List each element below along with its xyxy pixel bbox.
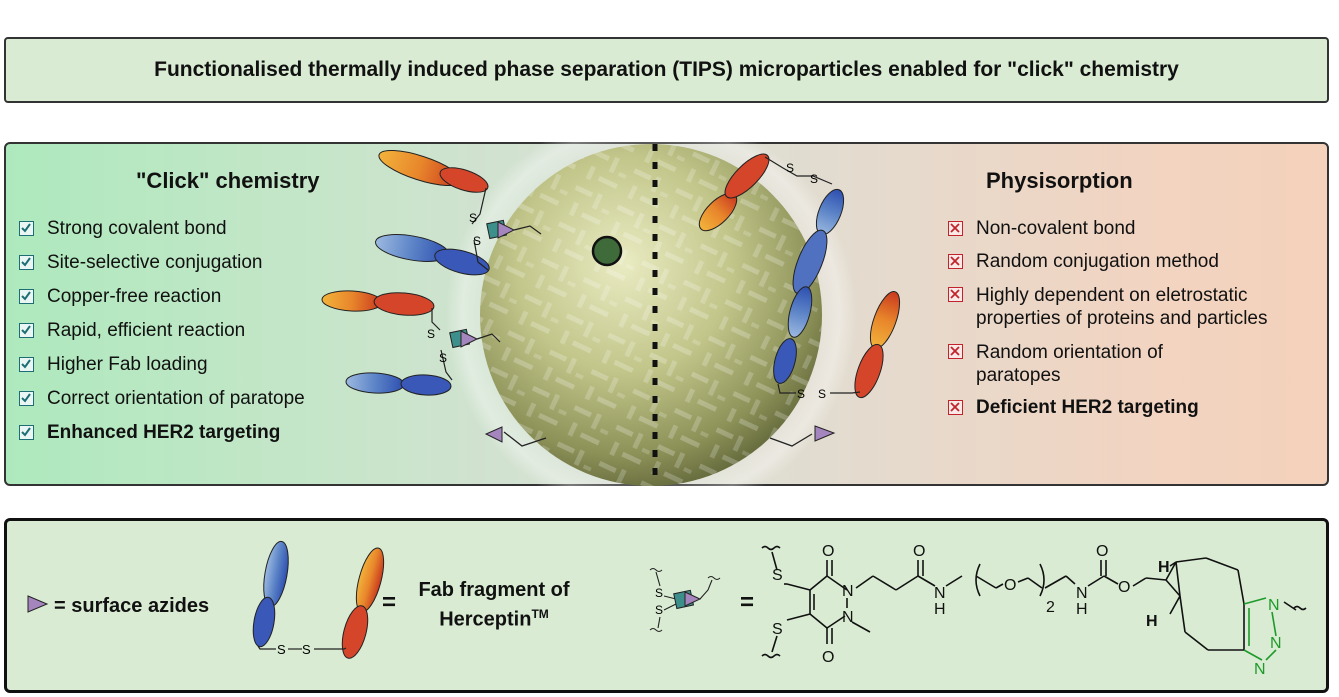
svg-text:N: N	[842, 583, 854, 600]
svg-text:S: S	[302, 642, 311, 657]
figure-title: Functionalised thermally induced phase s…	[154, 58, 1179, 81]
fab-fragment-click-bottom: S S	[321, 290, 501, 396]
list-item-label: Correct orientation of paratope	[47, 388, 305, 409]
svg-text:H: H	[1076, 601, 1088, 618]
svg-text:O: O	[822, 543, 834, 560]
list-item-label: Strong covalent bond	[47, 218, 227, 239]
click-advantages-list: Strong covalent bond Site-selective conj…	[19, 218, 305, 456]
list-item: Rapid, efficient reaction	[19, 320, 305, 354]
list-item: Strong covalent bond	[19, 218, 305, 252]
fab-fragment-physisorbed-bottom: S S	[773, 286, 901, 401]
svg-text:N: N	[1268, 597, 1280, 614]
svg-text:S: S	[439, 351, 447, 365]
checkbox-icon	[19, 357, 34, 372]
list-item: Highly dependent on eletrostatic propert…	[948, 284, 1318, 341]
list-item: Non-covalent bond	[948, 218, 1318, 251]
fab-fragment-physisorbed-top: S S	[698, 153, 845, 295]
checkbox-icon	[19, 289, 34, 304]
chemical-structure-labels: S S O O N N O N H O 2 N H O O H H N N N	[772, 543, 1282, 678]
svg-text:H: H	[1158, 559, 1170, 576]
svg-text:N: N	[1270, 635, 1282, 652]
click-chemistry-heading: "Click" chemistry	[136, 168, 320, 193]
svg-text:H: H	[1146, 613, 1158, 630]
list-item: Enhanced HER2 targeting	[19, 422, 305, 456]
list-item-label: Highly dependent on eletrostatic propert…	[976, 285, 1268, 329]
list-item-label: Non-covalent bond	[976, 218, 1136, 239]
title-banner: Functionalised thermally induced phase s…	[4, 37, 1329, 103]
svg-text:S: S	[810, 172, 818, 186]
svg-text:O: O	[822, 649, 834, 666]
fab-fragment-label: Fab fragment of HerceptinTM	[410, 578, 578, 632]
list-item-label: Random conjugation method	[976, 251, 1219, 272]
list-item-label: Deficient HER2 targeting	[976, 397, 1199, 418]
cross-icon	[948, 254, 963, 269]
list-item: Correct orientation of paratope	[19, 388, 305, 422]
svg-text:O: O	[1096, 543, 1108, 560]
azide-triangle-icon	[27, 595, 49, 613]
cross-icon	[948, 344, 963, 359]
list-item: Higher Fab loading	[19, 354, 305, 388]
cross-icon	[948, 221, 963, 236]
list-item-label: Copper-free reaction	[47, 286, 222, 307]
fab-equals-sign: =	[382, 589, 397, 616]
svg-text:O: O	[1118, 579, 1130, 596]
list-item-label: Enhanced HER2 targeting	[47, 422, 281, 443]
fab-fragment-click-top: S S	[375, 149, 542, 276]
list-item-label: Rapid, efficient reaction	[47, 320, 246, 341]
list-item-label: Site-selective conjugation	[47, 252, 263, 273]
herceptin-text: Herceptin	[439, 608, 532, 631]
chemical-structure	[761, 545, 1307, 661]
list-item: Site-selective conjugation	[19, 252, 305, 286]
svg-text:S: S	[818, 387, 826, 401]
list-item-label: Random orientation of paratopes	[976, 342, 1163, 386]
svg-text:O: O	[1004, 577, 1016, 594]
physisorption-drawbacks-list: Non-covalent bond Random conjugation met…	[948, 218, 1318, 430]
fab-fragment-legend-icon: S S	[252, 540, 385, 659]
trademark-mark: TM	[531, 607, 549, 621]
svg-text:S: S	[772, 621, 783, 638]
svg-text:S: S	[655, 586, 663, 600]
svg-text:S: S	[473, 234, 481, 248]
svg-text:O: O	[913, 543, 925, 560]
svg-text:S: S	[469, 211, 477, 225]
particle-pores	[480, 144, 822, 486]
surface-azides-label: = surface azides	[54, 595, 210, 617]
svg-text:N: N	[934, 585, 946, 602]
surface-azide-left	[484, 426, 547, 447]
list-item: Random conjugation method	[948, 251, 1318, 284]
checkbox-icon	[19, 323, 34, 338]
list-item: Deficient HER2 targeting	[948, 397, 1318, 430]
particle-pore	[591, 235, 623, 267]
svg-text:N: N	[1076, 585, 1088, 602]
svg-text:H: H	[934, 601, 946, 618]
checkbox-icon	[19, 391, 34, 406]
checkbox-icon	[19, 255, 34, 270]
svg-text:S: S	[786, 161, 794, 175]
svg-text:S: S	[655, 603, 663, 617]
checkbox-icon	[19, 425, 34, 440]
checkbox-icon	[19, 221, 34, 236]
list-item: Copper-free reaction	[19, 286, 305, 320]
svg-text:S: S	[772, 567, 783, 584]
fab-label-line2: HerceptinTM	[410, 602, 578, 632]
linker-icon: S S	[649, 568, 721, 632]
fab-label-line1: Fab fragment of	[418, 579, 570, 601]
svg-text:2: 2	[1046, 599, 1055, 616]
physisorption-heading: Physisorption	[986, 168, 1133, 193]
cross-icon	[948, 400, 963, 415]
svg-text:N: N	[1254, 661, 1266, 678]
legend-panel	[4, 518, 1329, 693]
surface-azide-right	[769, 425, 836, 447]
svg-text:S: S	[427, 327, 435, 341]
svg-text:S: S	[797, 387, 805, 401]
list-item-label: Higher Fab loading	[47, 354, 208, 375]
linker-equals-sign: =	[740, 589, 755, 616]
svg-text:S: S	[277, 642, 286, 657]
list-item: Random orientation of paratopes	[948, 341, 1318, 397]
cross-icon	[948, 287, 963, 302]
svg-text:N: N	[842, 609, 854, 626]
